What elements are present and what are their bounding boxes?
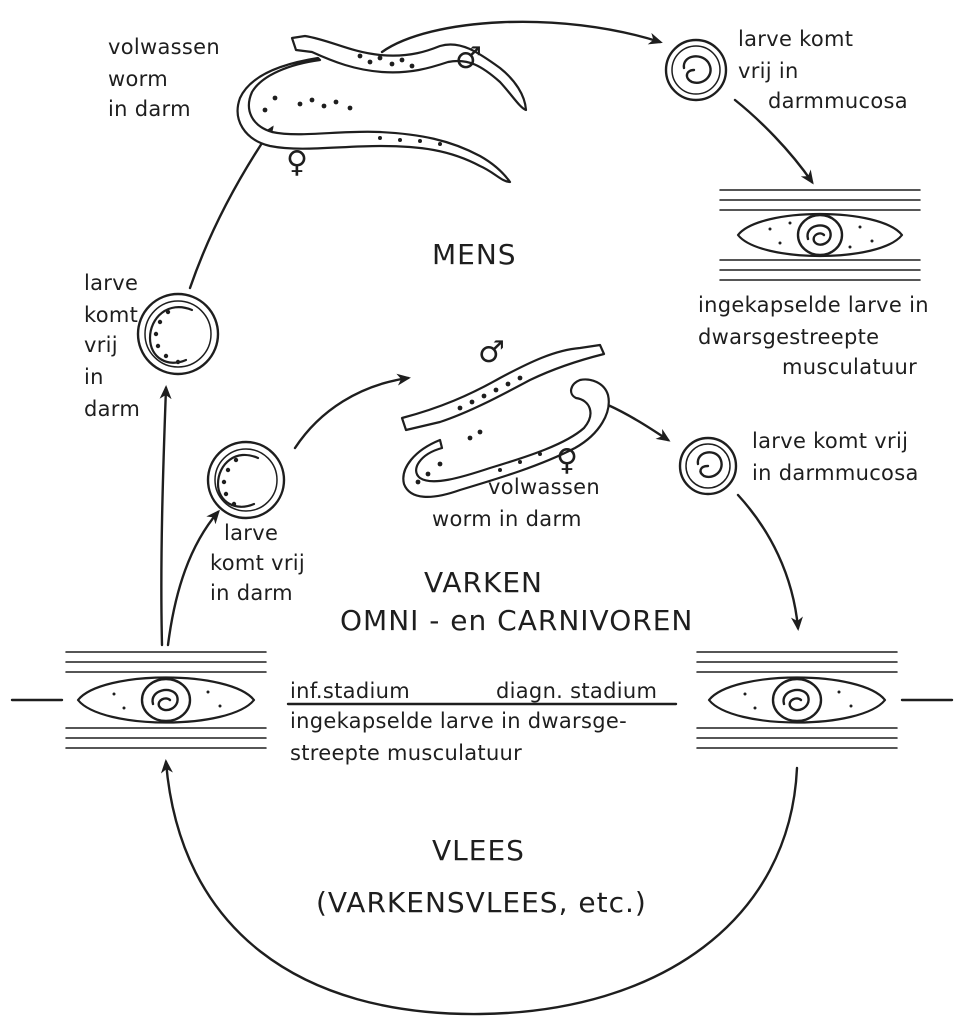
pig-female-symbol: ♀ (556, 443, 578, 478)
human-gut-larva-label: larve komt vrij in darm (84, 271, 145, 421)
human-adult-worm-label: volwassen worm in darm (108, 35, 227, 121)
arrow-pig-mucosa-to-cyst (738, 495, 798, 628)
infective-stage-label: inf.stadium (290, 679, 410, 703)
human-muscle-cyst (720, 190, 920, 280)
pig-gut-larva-label: larve komt vrij in darm (210, 521, 312, 605)
pig-mucosa-larva-label: larve komt vrij in darmmucosa (752, 429, 919, 485)
arrow-cyst-to-human-larva (161, 388, 166, 645)
human-adult-worms (238, 36, 526, 182)
human-male-worm (292, 36, 526, 110)
meat-subtitle: (VARKENSVLEES, etc.) (316, 886, 647, 919)
meat-title: VLEES (432, 834, 525, 867)
arrow-pig-larva-to-worm (295, 378, 408, 448)
diagnostic-stage-label: diagn. stadium (496, 679, 657, 703)
human-female-worm (238, 58, 510, 182)
human-title: MENS (432, 238, 517, 271)
human-mucosa-larva-label: larve komt vrij in darmmucosa (738, 27, 908, 113)
pig-gut-larva (208, 442, 284, 518)
human-gut-larva (138, 294, 218, 374)
human-female-symbol: ♀ (286, 145, 308, 180)
arrow-human-larva-to-worm (190, 128, 272, 288)
pig-male-symbol: ♂ (478, 335, 505, 370)
pig-mucosa-larva (680, 438, 736, 494)
left-muscle-cyst (66, 652, 266, 748)
cyst-caption: ingekapselde larve in dwarsge- streepte … (290, 709, 634, 765)
human-mucosa-larva (666, 40, 726, 100)
arrow-cyst-to-pig-larva (168, 512, 218, 645)
human-male-symbol: ♂ (455, 41, 482, 76)
arrow-pig-worm-to-mucosa (608, 405, 668, 440)
arrow-human-worm-to-mucosa (382, 22, 660, 52)
right-muscle-cyst (697, 652, 897, 748)
pig-title: VARKEN (424, 566, 543, 599)
pig-subtitle: OMNI - en CARNIVOREN (340, 604, 693, 637)
human-cyst-label: ingekapselde larve in dwarsgestreepte mu… (698, 293, 936, 379)
